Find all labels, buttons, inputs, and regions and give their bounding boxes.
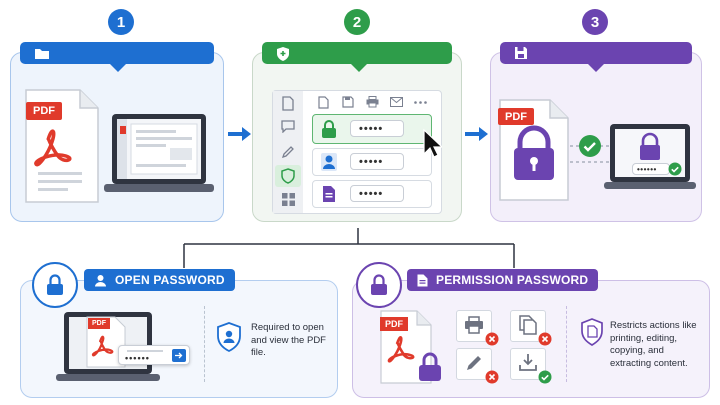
folder-icon: [35, 48, 49, 59]
comment-icon[interactable]: [281, 120, 295, 133]
arrow-right-icon: [228, 127, 251, 141]
check-icon: [668, 162, 682, 176]
permission-password-title: PERMISSION PASSWORD: [407, 269, 599, 291]
open-password-title-text: OPEN PASSWORD: [115, 273, 225, 287]
step-1-number: 1: [108, 9, 134, 35]
document-icon[interactable]: [282, 96, 294, 111]
password-field-3[interactable]: •••••: [350, 185, 404, 202]
laptop-icon: [104, 114, 214, 192]
open-password-lock-badge: [32, 262, 78, 308]
open-password-description: Required to open and view the PDF file.: [251, 322, 326, 358]
lock-icon: [371, 274, 387, 295]
step-1-banner-tip: [110, 64, 126, 72]
locked-pdf-document-icon: [499, 99, 569, 201]
pdf-label-badge: PDF: [498, 108, 534, 125]
shield-plus-icon: [277, 46, 289, 61]
copy-icon: [519, 315, 537, 335]
open-password-field[interactable]: ••••••: [118, 345, 190, 365]
shield-user-icon: [217, 322, 241, 352]
pencil-icon[interactable]: [282, 145, 295, 158]
permission-password-description: Restricts actions like printing, editing…: [610, 320, 697, 369]
tree-connector: [183, 228, 515, 268]
unlock-password-field[interactable]: ••••••: [632, 163, 670, 175]
user-icon: [95, 274, 106, 286]
lock-icon: [419, 352, 441, 381]
pencil-icon: [467, 356, 481, 370]
step-1-banner: [20, 42, 214, 64]
step-3-banner: [500, 42, 692, 64]
check-icon: [538, 370, 552, 384]
mail-icon[interactable]: [390, 97, 403, 107]
printer-icon[interactable]: [366, 96, 379, 108]
pdf-label-badge: PDF: [26, 102, 62, 120]
cross-icon: [485, 370, 499, 384]
arrow-right-icon: [465, 127, 488, 141]
step-2-banner-tip: [351, 64, 367, 72]
password-prompt-line: [127, 350, 163, 352]
laptop-icon: [604, 124, 696, 189]
user-icon: [321, 153, 337, 171]
lock-icon: [322, 120, 336, 138]
pdf-label-badge: PDF: [380, 317, 408, 331]
step-2-number: 2: [344, 9, 370, 35]
permission-password-lock-badge: [356, 262, 402, 308]
document-icon: [323, 186, 335, 202]
cross-icon: [485, 332, 499, 346]
app-sidebar: [273, 91, 303, 213]
cross-icon: [538, 332, 552, 346]
permission-password-title-text: PERMISSION PASSWORD: [436, 273, 589, 287]
step-2-banner: [262, 42, 452, 64]
open-password-divider: [204, 306, 205, 382]
password-dots: ••••••: [125, 353, 150, 363]
download-icon: [519, 354, 537, 371]
cursor-icon: [423, 128, 442, 158]
shield-icon: [281, 168, 295, 184]
password-field-1[interactable]: •••••: [350, 120, 404, 137]
save-icon: [515, 47, 527, 59]
open-password-title: OPEN PASSWORD: [84, 269, 235, 291]
grid-icon[interactable]: [282, 193, 295, 206]
password-field-2[interactable]: •••••: [350, 153, 404, 170]
step-3-banner-tip: [588, 64, 604, 72]
check-icon: [579, 135, 601, 157]
save-icon[interactable]: [342, 96, 354, 108]
document-icon: [417, 274, 428, 286]
permission-password-divider: [566, 306, 567, 382]
printer-icon: [465, 316, 483, 334]
document-icon[interactable]: [318, 96, 329, 109]
submit-arrow-button[interactable]: [172, 349, 186, 362]
shield-document-icon: [581, 318, 603, 346]
more-icon[interactable]: [414, 101, 427, 104]
arrow-right-icon: [175, 352, 183, 359]
pdf-label-badge: PDF: [88, 318, 110, 329]
step-3-number: 3: [582, 9, 608, 35]
lock-icon: [47, 274, 63, 295]
